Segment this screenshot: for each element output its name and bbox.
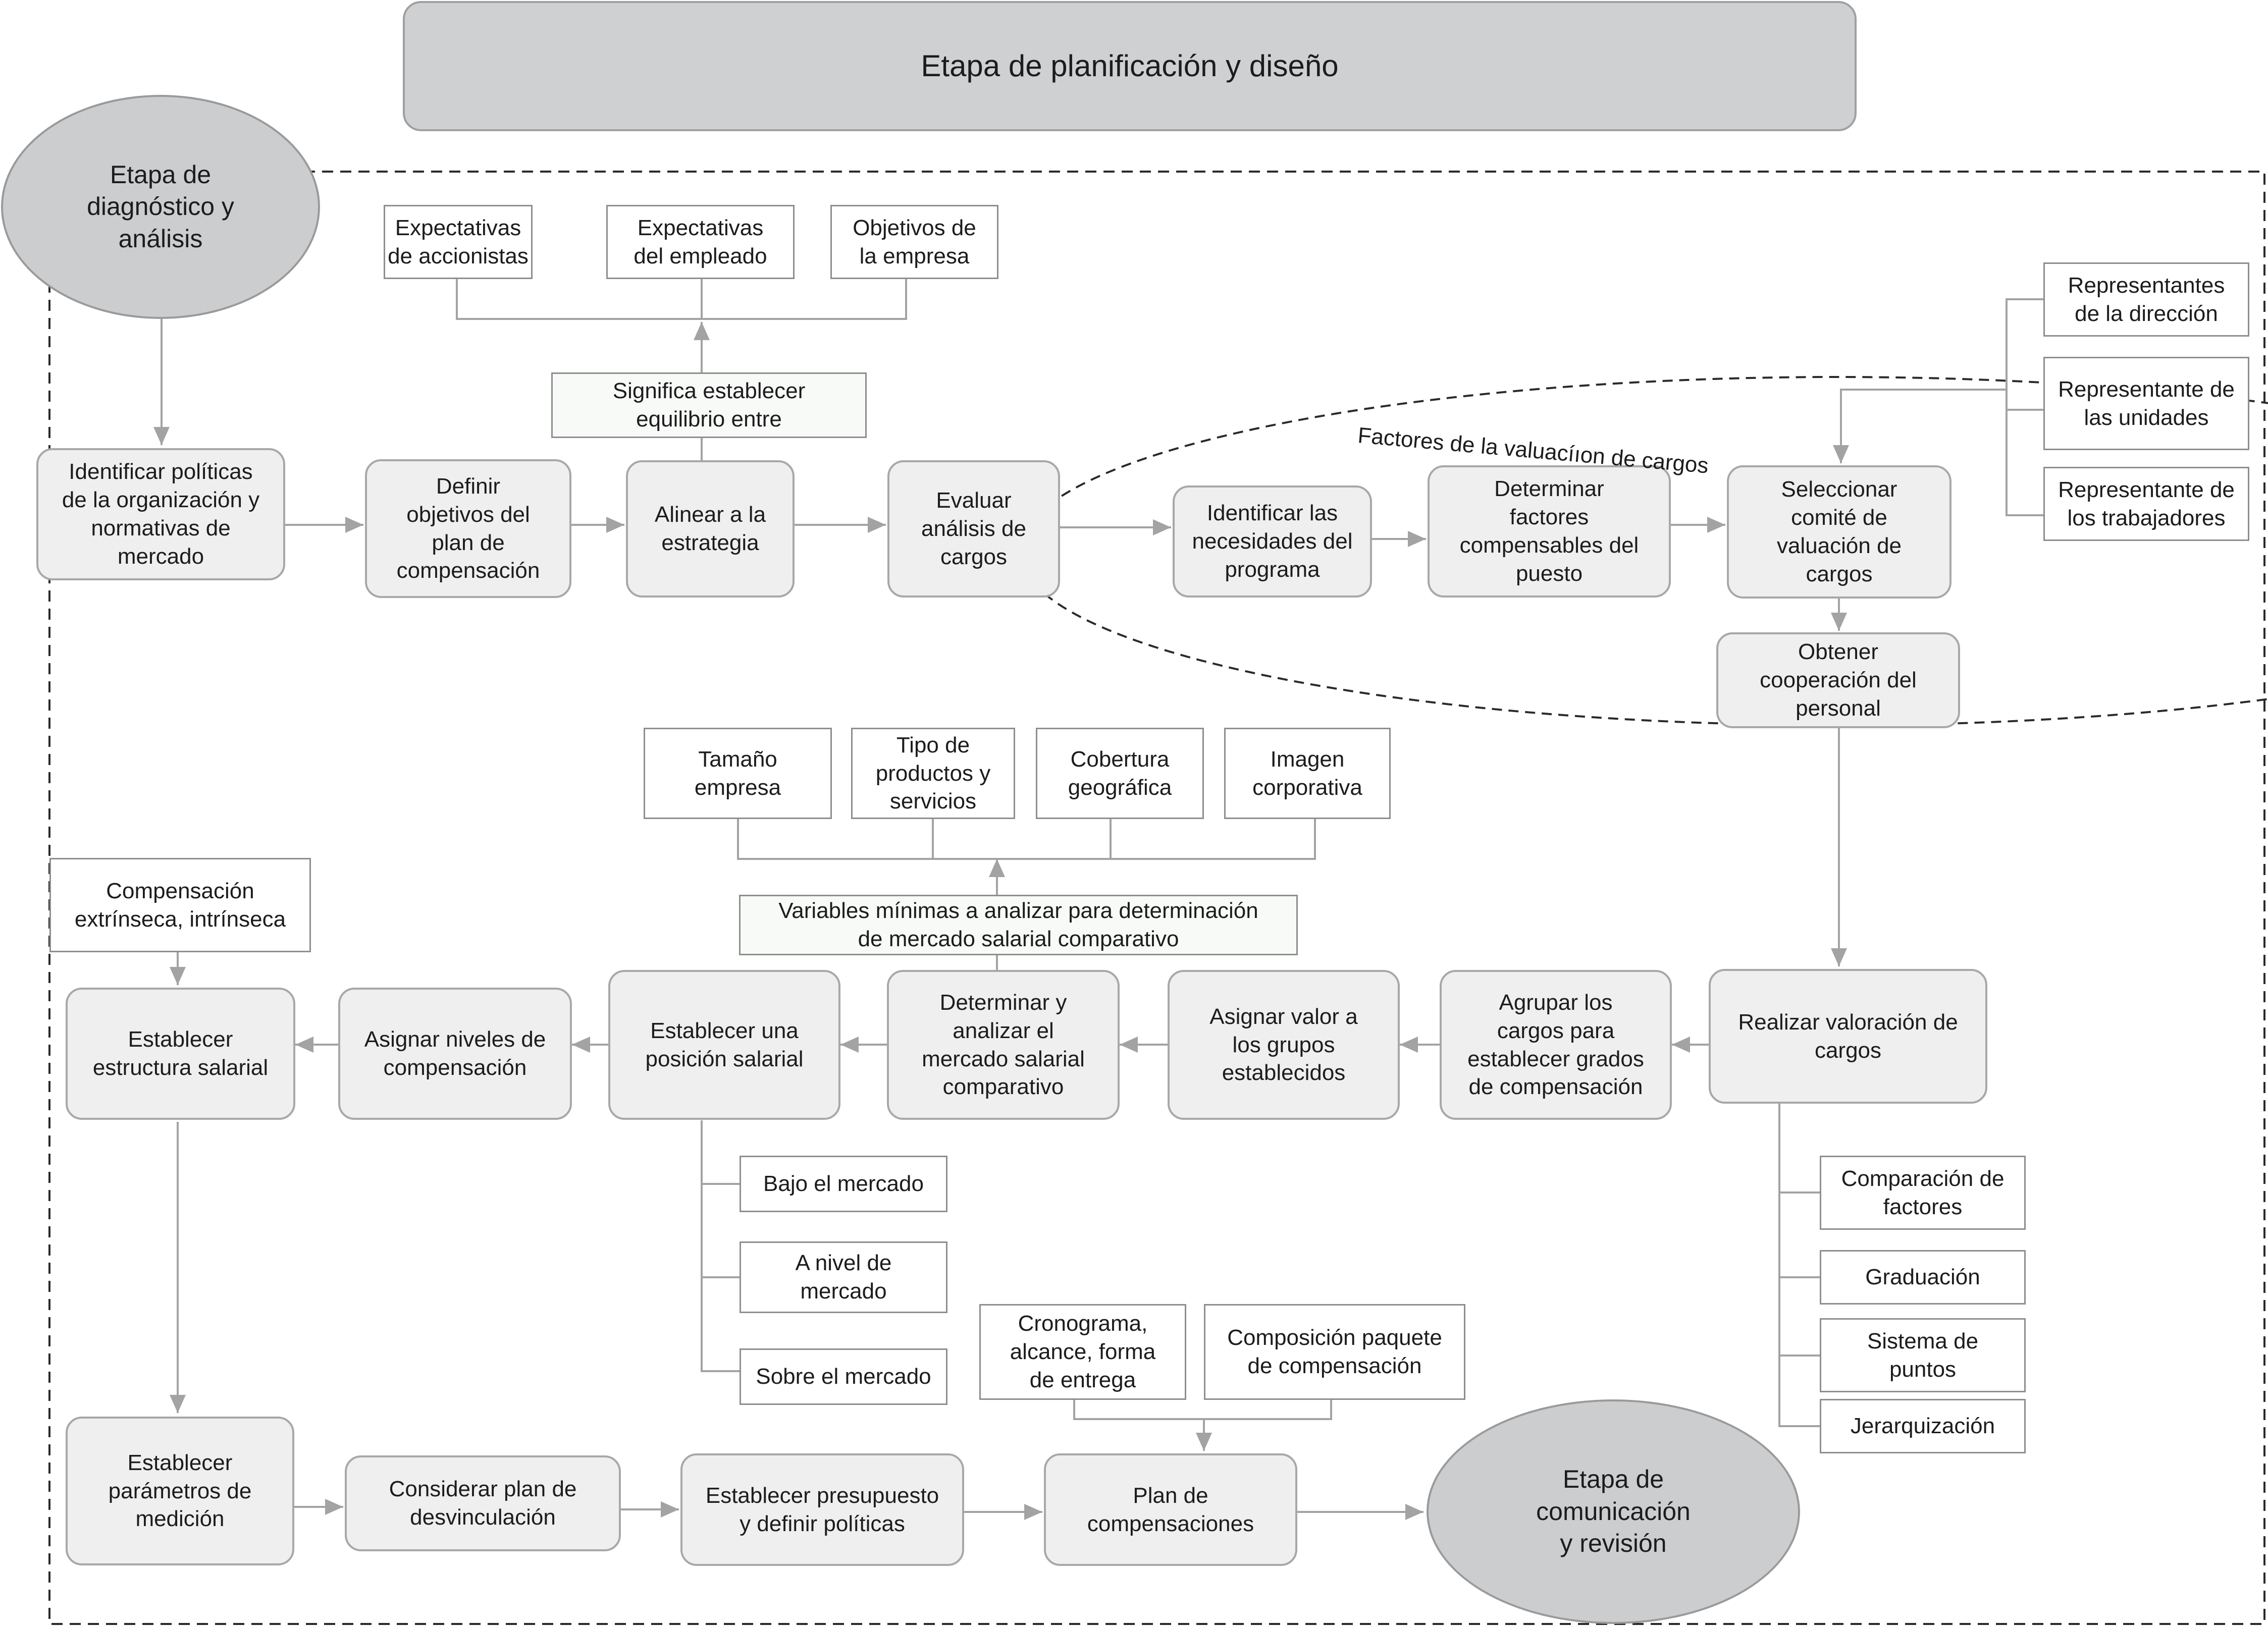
ranking-box: Jerarquización [1820, 1399, 2026, 1453]
select-committee-box: Seleccionar comité de valuación de cargo… [1727, 465, 1951, 599]
company-objectives-box: Objetivos de la empresa [830, 205, 998, 279]
shareholder-expectations-box: Expectativas de accionistas [384, 205, 533, 279]
salary-position-box: Establecer una posición salarial [608, 970, 840, 1120]
point-system-box: Sistema de puntos [1820, 1318, 2026, 1392]
diagnostic-stage-oval: Etapa de diagnóstico y análisis [1, 95, 320, 319]
above-market-box: Sobre el mercado [740, 1348, 947, 1405]
identify-policies-box: Identificar políticas de la organización… [36, 448, 285, 580]
budget-policies-box: Establecer presupuesto y definir polític… [680, 1453, 964, 1566]
identify-needs-box: Identificar las necesidades del programa [1173, 485, 1372, 598]
measurement-params-box: Establecer parámetros de medición [66, 1417, 294, 1565]
employee-expectations-box: Expectativas del empleado [606, 205, 795, 279]
arrow-bracket-comite [1833, 389, 2007, 463]
planning-stage-banner: Etapa de planificación y diseño [403, 1, 1857, 131]
obtain-cooperation-box: Obtener cooperación del personal [1716, 632, 1960, 728]
bracket-posiciones [701, 1120, 740, 1372]
salary-structure-box: Establecer estructura salarial [66, 988, 295, 1120]
product-type-box: Tipo de productos y servicios [851, 728, 1015, 819]
perform-valuation-box: Realizar valoración de cargos [1709, 969, 1987, 1104]
severance-plan-box: Considerar plan de desvinculación [345, 1455, 621, 1551]
company-size-box: Tamaño empresa [644, 728, 832, 819]
corporate-image-box: Imagen corporativa [1224, 728, 1391, 819]
below-market-box: Bajo el mercado [740, 1156, 947, 1212]
graduation-box: Graduación [1820, 1250, 2026, 1305]
communication-stage-oval: Etapa de comunicación y revisión [1427, 1399, 1800, 1624]
schedule-scope-box: Cronograma, alcance, forma de entrega [979, 1304, 1186, 1400]
assign-levels-box: Asignar niveles de compensación [338, 988, 572, 1120]
market-variables-note: Variables mínimas a analizar para determ… [739, 895, 1298, 955]
bracket-plan-inputs [1073, 1400, 1332, 1420]
evaluate-analysis-box: Evaluar análisis de cargos [887, 460, 1060, 598]
compensation-plan-box: Plan de compensaciones [1044, 1453, 1297, 1566]
balance-note: Significa establecer equilibrio entre [551, 372, 867, 438]
worker-reps-box: Representante de los trabajadores [2043, 467, 2249, 541]
bracket-comite [2006, 298, 2043, 516]
valuation-factors-ellipse [1019, 376, 2268, 726]
define-objectives-box: Definir objetivos del plan de compensaci… [365, 459, 571, 598]
compensation-type-box: Compensación extrínseca, intrínseca [49, 858, 311, 952]
factor-comparison-box: Comparación de factores [1820, 1156, 2026, 1230]
package-composition-box: Composición paquete de compensación [1204, 1304, 1465, 1400]
assign-value-box: Asignar valor a los grupos establecidos [1168, 970, 1400, 1120]
align-strategy-box: Alinear a la estrategia [626, 460, 795, 598]
group-positions-box: Agrupar los cargos para establecer grado… [1440, 970, 1672, 1120]
unit-reps-box: Representante de las unidades [2043, 357, 2249, 450]
at-market-box: A nivel de mercado [740, 1241, 947, 1313]
management-reps-box: Representantes de la dirección [2043, 262, 2249, 337]
bracket-metodos [1778, 1104, 1820, 1427]
determine-factors-box: Determinar factores compensables del pue… [1428, 465, 1671, 598]
bracket-equilibrio [456, 279, 907, 320]
bracket-variables [737, 819, 1316, 860]
geographic-coverage-box: Cobertura geográfica [1036, 728, 1204, 819]
analyze-market-box: Determinar y analizar el mercado salaria… [887, 970, 1120, 1120]
